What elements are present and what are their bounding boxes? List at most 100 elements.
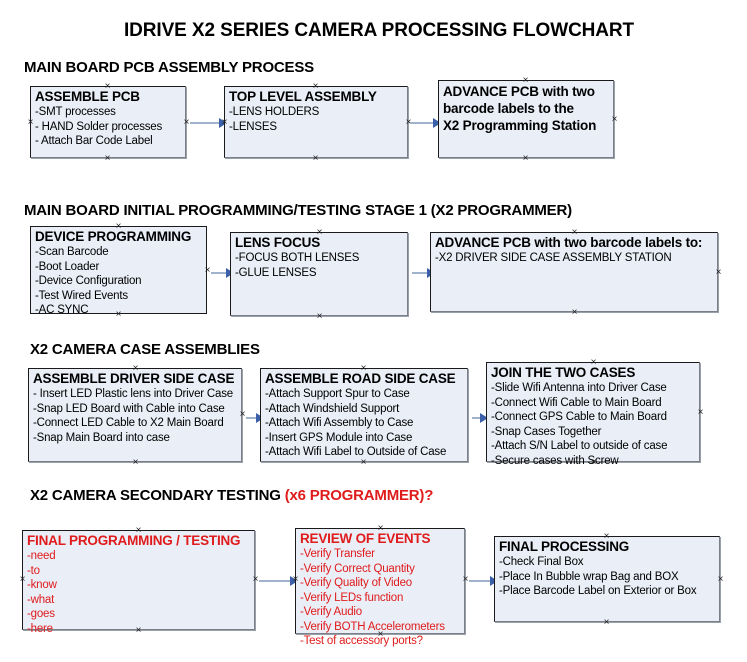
box-assemble-road-side-case[interactable]: ASSEMBLE ROAD SIDE CASE -Attach Support … [260,368,468,462]
resize-handle-top[interactable] [315,228,324,237]
box-lens-focus-head: LENS FOCUS [235,235,321,250]
resize-handle-bottom[interactable] [602,618,611,627]
resize-handle-right[interactable] [714,268,723,277]
connector-1-2 [410,122,440,124]
resize-handle-right[interactable] [610,115,619,124]
resize-handle-right[interactable] [716,575,725,584]
box-review-line-4: -Verify Audio [300,606,362,618]
resize-handle-bottom[interactable] [311,154,320,163]
box-device-programming-line-0: -Scan Barcode [35,246,109,258]
box-road-case-line-1: -Attach Windshield Support [265,402,400,415]
section-heading-1: MAIN BOARD PCB ASSEMBLY PROCESS [24,59,314,76]
box-road-case-head: ASSEMBLE ROAD SIDE CASE [265,371,456,386]
box-advance-pcb-1-line-1: X2 Programming Station [443,118,597,133]
box-assemble-pcb-line-0: -SMT processes [35,106,116,118]
resize-handle-top[interactable] [103,82,112,91]
connector-4-2 [469,580,497,582]
box-review-line-1: -Verify Correct Quantity [300,562,415,575]
box-final-prog-line-4: -goes [27,608,55,620]
box-driver-case-line-2: -Connect LED Cable to X2 Main Board [33,417,224,429]
connector-2-1 [211,272,232,274]
box-join-cases-line-5: -Secure cases with Screw [491,454,619,467]
box-top-level-assembly[interactable]: TOP LEVEL ASSEMBLY -LENS HOLDERS -LENSES [224,86,408,158]
resize-handle-bottom[interactable] [131,458,140,467]
box-device-programming[interactable]: DEVICE PROGRAMMING -Scan Barcode -Boot L… [30,226,207,316]
resize-handle-bottom[interactable] [521,154,530,163]
box-assemble-pcb[interactable]: ASSEMBLE PCB -SMT processes - HAND Solde… [30,86,186,158]
resize-handle-bottom[interactable] [103,154,112,163]
resize-handle-bottom[interactable] [359,458,368,467]
section-heading-4-text: X2 CAMERA SECONDARY TESTING [30,487,285,504]
resize-handle-top[interactable] [589,358,598,367]
box-advance-pcb-1[interactable]: ADVANCE PCB with two barcode labels to t… [438,80,614,158]
box-join-cases-head: JOIN THE TWO CASES [491,365,636,380]
box-assemble-pcb-head: ASSEMBLE PCB [35,89,140,104]
section-heading-3: X2 CAMERA CASE ASSEMBLIES [30,341,260,358]
box-lens-focus[interactable]: LENS FOCUS -FOCUS BOTH LENSES -GLUE LENS… [230,232,408,316]
box-join-cases-line-4: -Attach S/N Label to outside of case [491,440,668,452]
box-final-prog-line-5: -here [27,622,53,635]
box-review-line-3: -Verify LEDs function [300,591,404,604]
box-final-processing[interactable]: FINAL PROCESSING -Check Final Box -Place… [494,536,720,622]
resize-handle-bottom[interactable] [570,308,579,317]
section-heading-2-text: MAIN BOARD INITIAL PROGRAMMING/TESTING S… [24,202,572,219]
resize-handle-top[interactable] [570,228,579,237]
box-advance-pcb-2[interactable]: ADVANCE PCB with two barcode labels to: … [430,232,718,312]
box-final-prog-line-3: -what [27,593,55,606]
box-review-of-events[interactable]: REVIEW OF EVENTS -Verify Transfer -Verif… [295,528,465,647]
resize-handle-top[interactable] [376,524,385,533]
box-road-case-line-3: -Insert GPS Module into Case [265,431,413,444]
resize-handle-left[interactable] [26,118,35,127]
box-road-case-line-2: -Attach Wifi Assembly to Case [265,417,414,429]
box-final-prog-head: FINAL PROGRAMMING / TESTING [27,533,241,548]
resize-handle-left[interactable] [18,575,27,584]
section-heading-1-text: MAIN BOARD PCB ASSEMBLY PROCESS [24,59,314,76]
resize-handle-top[interactable] [359,364,368,373]
box-assemble-driver-side-case[interactable]: ASSEMBLE DRIVER SIDE CASE - Insert LED P… [28,368,242,462]
box-join-cases-line-2: -Connect GPS Cable to Main Board [491,411,667,423]
resize-handle-top[interactable] [134,526,143,535]
resize-handle-top[interactable] [131,364,140,373]
box-driver-case-line-1: -Snap LED Board with Cable into Case [33,402,225,415]
box-driver-case-line-0: - Insert LED Plastic lens into Driver Ca… [33,388,233,400]
box-final-prog-line-1: -to [27,564,40,577]
box-final-processing-line-2: -Place Barcode Label on Exterior or Box [499,585,697,597]
box-device-programming-head: DEVICE PROGRAMMING [35,229,192,244]
section-heading-4-accent: (x6 PROGRAMMER)? [284,487,434,504]
resize-handle-left[interactable] [291,575,300,584]
connector-4-1 [259,580,297,582]
box-device-programming-line-1: -Boot Loader [35,260,100,273]
box-final-processing-line-1: -Place In Bubble wrap Bag and BOX [499,570,679,583]
resize-handle-top[interactable] [602,532,611,541]
box-final-prog-line-0: -need [27,550,56,562]
resize-handle-top[interactable] [521,76,530,85]
box-review-line-2: -Verify Quality of Video [300,577,412,589]
box-road-case-line-0: -Attach Support Spur to Case [265,388,410,400]
box-review-line-0: -Verify Transfer [300,548,375,560]
resize-handle-top[interactable] [311,82,320,91]
resize-handle-bottom[interactable] [376,630,385,639]
box-join-cases-line-1: -Connect Wifi Cable to Main Board [491,396,662,409]
box-join-two-cases[interactable]: JOIN THE TWO CASES -Slide Wifi Antenna i… [486,362,700,467]
box-advance-pcb-2-head: ADVANCE PCB with two barcode labels to: [435,235,703,250]
page-title: IDRIVE X2 SERIES CAMERA PROCESSING FLOWC… [124,20,635,41]
resize-handle-bottom[interactable] [114,310,123,319]
box-final-processing-head: FINAL PROCESSING [499,539,630,554]
resize-handle-bottom[interactable] [134,626,143,635]
box-assemble-pcb-line-1: - HAND Solder processes [35,120,163,133]
resize-handle-top[interactable] [114,222,123,231]
box-road-case-line-4: -Attach Wifi Label to Outside of Case [265,446,447,458]
resize-handle-left[interactable] [220,118,229,127]
box-advance-pcb-2-line-0: -X2 DRIVER SIDE CASE ASSEMBLY STATION [435,252,672,264]
resize-handle-bottom[interactable] [315,312,324,321]
box-top-level-assembly-line-1: -LENSES [229,120,277,133]
connector-3-1 [246,417,262,419]
box-assemble-pcb-line-2: - Attach Bar Code Label [35,135,153,147]
box-device-programming-line-3: -Test Wired Events [35,289,128,302]
resize-handle-right[interactable] [696,408,705,417]
box-final-programming-testing[interactable]: FINAL PROGRAMMING / TESTING -need -to -k… [22,530,255,635]
box-advance-pcb-1-line-0: barcode labels to the [443,101,574,116]
resize-handle-bottom[interactable] [589,458,598,467]
box-top-level-assembly-line-0: -LENS HOLDERS [229,106,320,118]
